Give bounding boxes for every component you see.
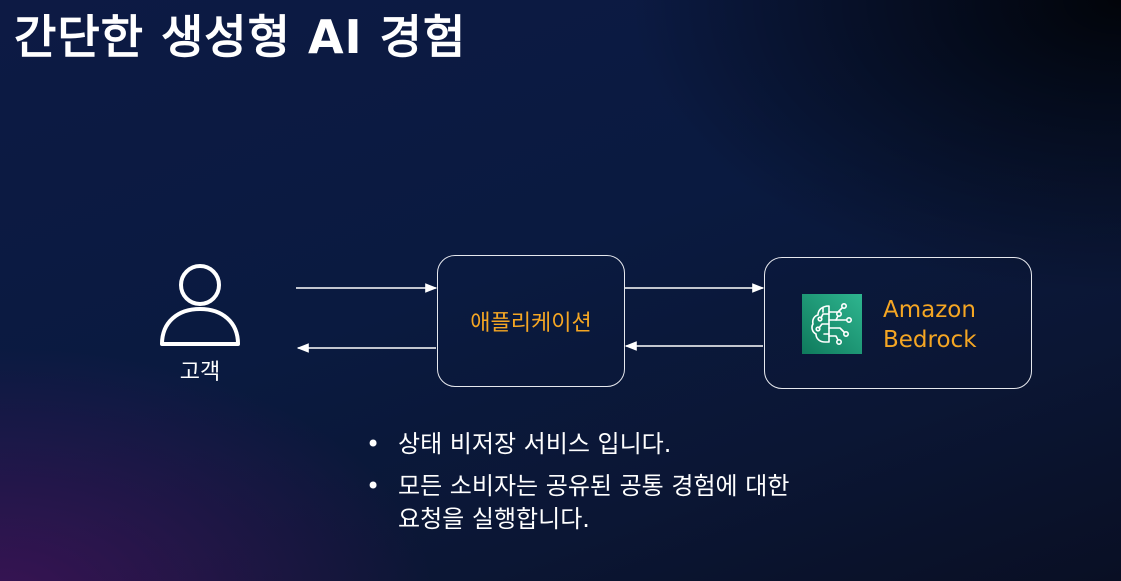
bedrock-label-line2: Bedrock (883, 327, 977, 353)
user-icon (160, 264, 240, 346)
bedrock-box: Amazon Bedrock (764, 257, 1032, 389)
application-label: 애플리케이션 (470, 311, 592, 336)
bullet-item: 상태 비저장 서비스 입니다. (366, 428, 926, 461)
bullet-text-shared-experience: 모든 소비자는 공유된 공통 경험에 대한 요청을 실행합니다. (398, 472, 790, 533)
bullet-list: 상태 비저장 서비스 입니다. 모든 소비자는 공유된 공통 경험에 대한 요청… (366, 428, 926, 545)
bedrock-label: Amazon Bedrock (883, 295, 977, 355)
bedrock-brain-icon (802, 294, 862, 354)
application-box: 애플리케이션 (437, 255, 625, 387)
bedrock-label-line1: Amazon (883, 297, 976, 323)
bullet-item: 모든 소비자는 공유된 공통 경험에 대한 요청을 실행합니다. (366, 470, 926, 536)
slide-title: 간단한 생성형 AI 경험 (14, 10, 467, 64)
customer-node: 고객 (150, 262, 250, 386)
bullet-text-stateless: 상태 비저장 서비스 입니다. (398, 430, 672, 458)
customer-label: 고객 (179, 360, 221, 385)
